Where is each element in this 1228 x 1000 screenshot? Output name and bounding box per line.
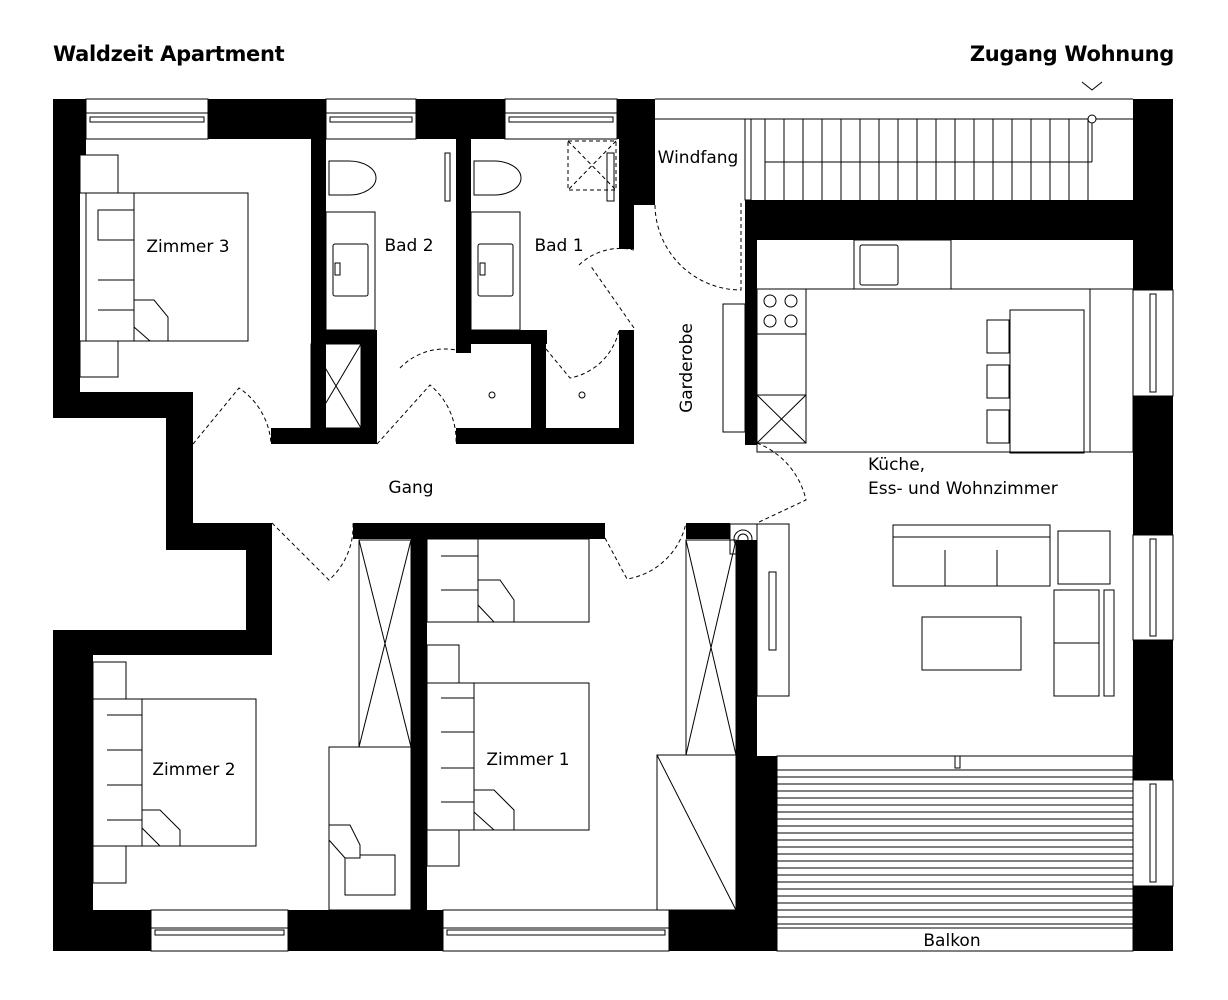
entrance-label: Zugang Wohnung [969, 42, 1174, 66]
room-label-garderobe: Garderobe [677, 323, 697, 413]
sink-icon [332, 243, 369, 297]
interior-walls [271, 139, 777, 951]
furniture [79, 154, 1134, 911]
chevron-down-icon [1081, 81, 1103, 91]
door-swings [192, 200, 807, 581]
sink-icon [477, 243, 514, 297]
room-label-kueche-line1: Küche, [868, 455, 925, 475]
stove-icon [756, 288, 807, 335]
toilet-icon [473, 160, 522, 196]
balcony [776, 755, 1134, 952]
plan-title: Waldzeit Apartment [53, 42, 285, 66]
room-label-zimmer2: Zimmer 2 [152, 760, 235, 780]
staircase [655, 98, 1133, 240]
toilet-icon [328, 160, 377, 196]
room-label-bad2: Bad 2 [384, 236, 433, 256]
room-label-gang: Gang [388, 478, 433, 498]
room-label-zimmer3: Zimmer 3 [146, 237, 229, 257]
room-label-windfang: Windfang [658, 148, 739, 168]
room-label-bad1: Bad 1 [534, 236, 583, 256]
room-label-zimmer1: Zimmer 1 [486, 750, 569, 770]
outer-walls [53, 99, 1173, 951]
room-label-balkon: Balkon [923, 931, 980, 951]
room-label-kueche-line2: Ess- und Wohnzimmer [868, 479, 1058, 499]
bathroom-fixtures [310, 140, 617, 429]
windows [85, 98, 1174, 952]
